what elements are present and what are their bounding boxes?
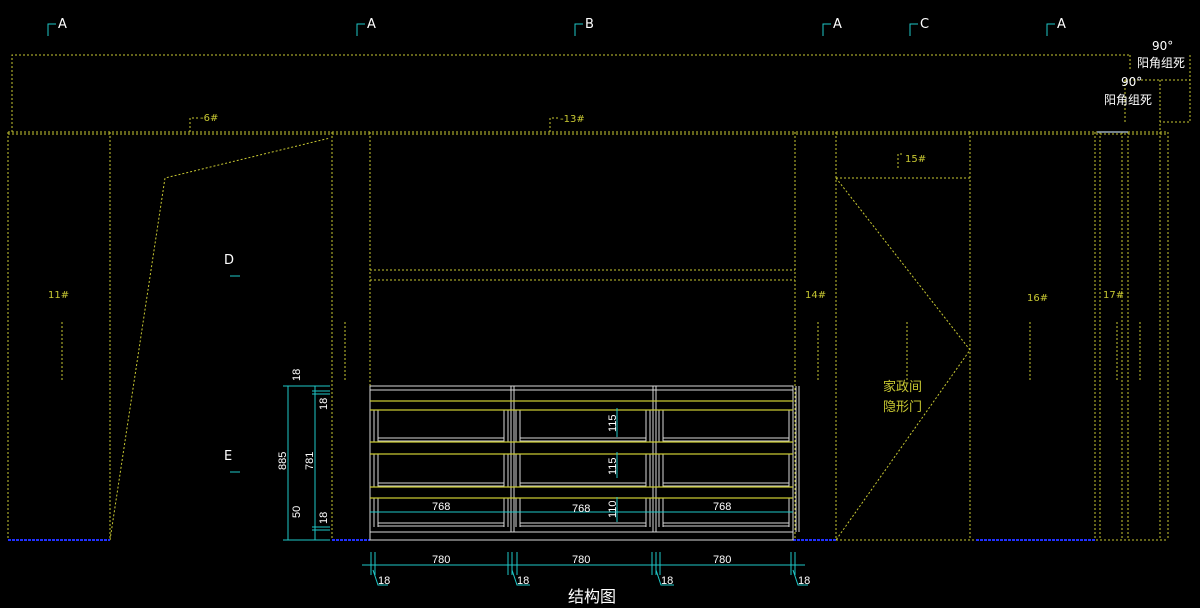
- svg-text:A: A: [367, 17, 376, 32]
- svg-text:768: 768: [432, 501, 450, 513]
- section-markers: A A B A C A D E: [47, 17, 1066, 473]
- svg-text:D: D: [224, 253, 234, 268]
- svg-text:A: A: [833, 17, 842, 32]
- svg-text:隐形门: 隐形门: [883, 400, 922, 415]
- svg-text:50: 50: [291, 506, 303, 518]
- drawer-width-dimensions: 768 768 768: [370, 501, 793, 515]
- elevation-panels: [7, 80, 1169, 541]
- corner-notes: 90° 阳角组死 90° 阳角组死: [1104, 39, 1185, 107]
- door-handles: [61, 322, 1141, 380]
- svg-text:A: A: [58, 17, 67, 32]
- svg-text:780: 780: [572, 554, 590, 566]
- svg-text:115: 115: [607, 457, 619, 475]
- section-marker-a1: A: [47, 17, 67, 36]
- svg-text:E: E: [224, 449, 232, 464]
- svg-text:家政间: 家政间: [883, 379, 922, 395]
- svg-text:14#: 14#: [805, 290, 826, 301]
- svg-text:16#: 16#: [1027, 293, 1048, 304]
- svg-text:C: C: [920, 17, 929, 32]
- bay-width-dimensions: 780 780 780 18 18 18 18: [362, 552, 810, 587]
- svg-text:18: 18: [318, 398, 330, 410]
- drawer-cabinet: [369, 385, 800, 541]
- hidden-door-label: 家政间 隐形门: [883, 379, 922, 415]
- section-marker-c: C: [909, 17, 929, 36]
- svg-text:90°: 90°: [1152, 39, 1173, 53]
- svg-text:768: 768: [713, 501, 731, 513]
- section-marker-b: B: [574, 17, 594, 36]
- drawing-title: 结构图: [568, 587, 616, 606]
- section-marker-a2: A: [356, 17, 376, 36]
- svg-text:115: 115: [607, 414, 619, 432]
- svg-text:阳角组死: 阳角组死: [1104, 93, 1152, 107]
- svg-text:780: 780: [713, 554, 731, 566]
- panel-labels: -6# -13# 11# 14# 15# 16# 17#: [48, 113, 1124, 304]
- svg-text:18: 18: [517, 575, 529, 587]
- svg-text:11#: 11#: [48, 290, 69, 301]
- side-marker-d: D: [224, 253, 240, 277]
- svg-text:阳角组死: 阳角组死: [1137, 56, 1185, 70]
- svg-text:15#: 15#: [905, 154, 926, 165]
- svg-text:B: B: [585, 17, 594, 32]
- svg-text:768: 768: [572, 503, 590, 515]
- svg-text:17#: 17#: [1103, 290, 1124, 301]
- svg-text:885: 885: [277, 452, 289, 470]
- svg-text:18: 18: [291, 369, 303, 381]
- svg-text:90°: 90°: [1121, 75, 1142, 89]
- section-marker-a4: A: [1046, 17, 1066, 36]
- svg-text:18: 18: [798, 575, 810, 587]
- svg-text:18: 18: [661, 575, 673, 587]
- svg-text:18: 18: [318, 512, 330, 524]
- svg-text:780: 780: [432, 554, 450, 566]
- soffit-outline: [11, 54, 1191, 132]
- svg-text:-13#: -13#: [560, 114, 585, 125]
- svg-text:A: A: [1057, 17, 1066, 32]
- section-marker-a3: A: [822, 17, 842, 36]
- svg-text:110: 110: [607, 500, 619, 518]
- svg-text:-6#: -6#: [200, 113, 218, 124]
- side-marker-e: E: [224, 449, 240, 473]
- svg-text:781: 781: [304, 452, 316, 470]
- svg-text:18: 18: [378, 575, 390, 587]
- vertical-dimensions: 885 781 18 18 50 18 115 115 110: [277, 369, 619, 541]
